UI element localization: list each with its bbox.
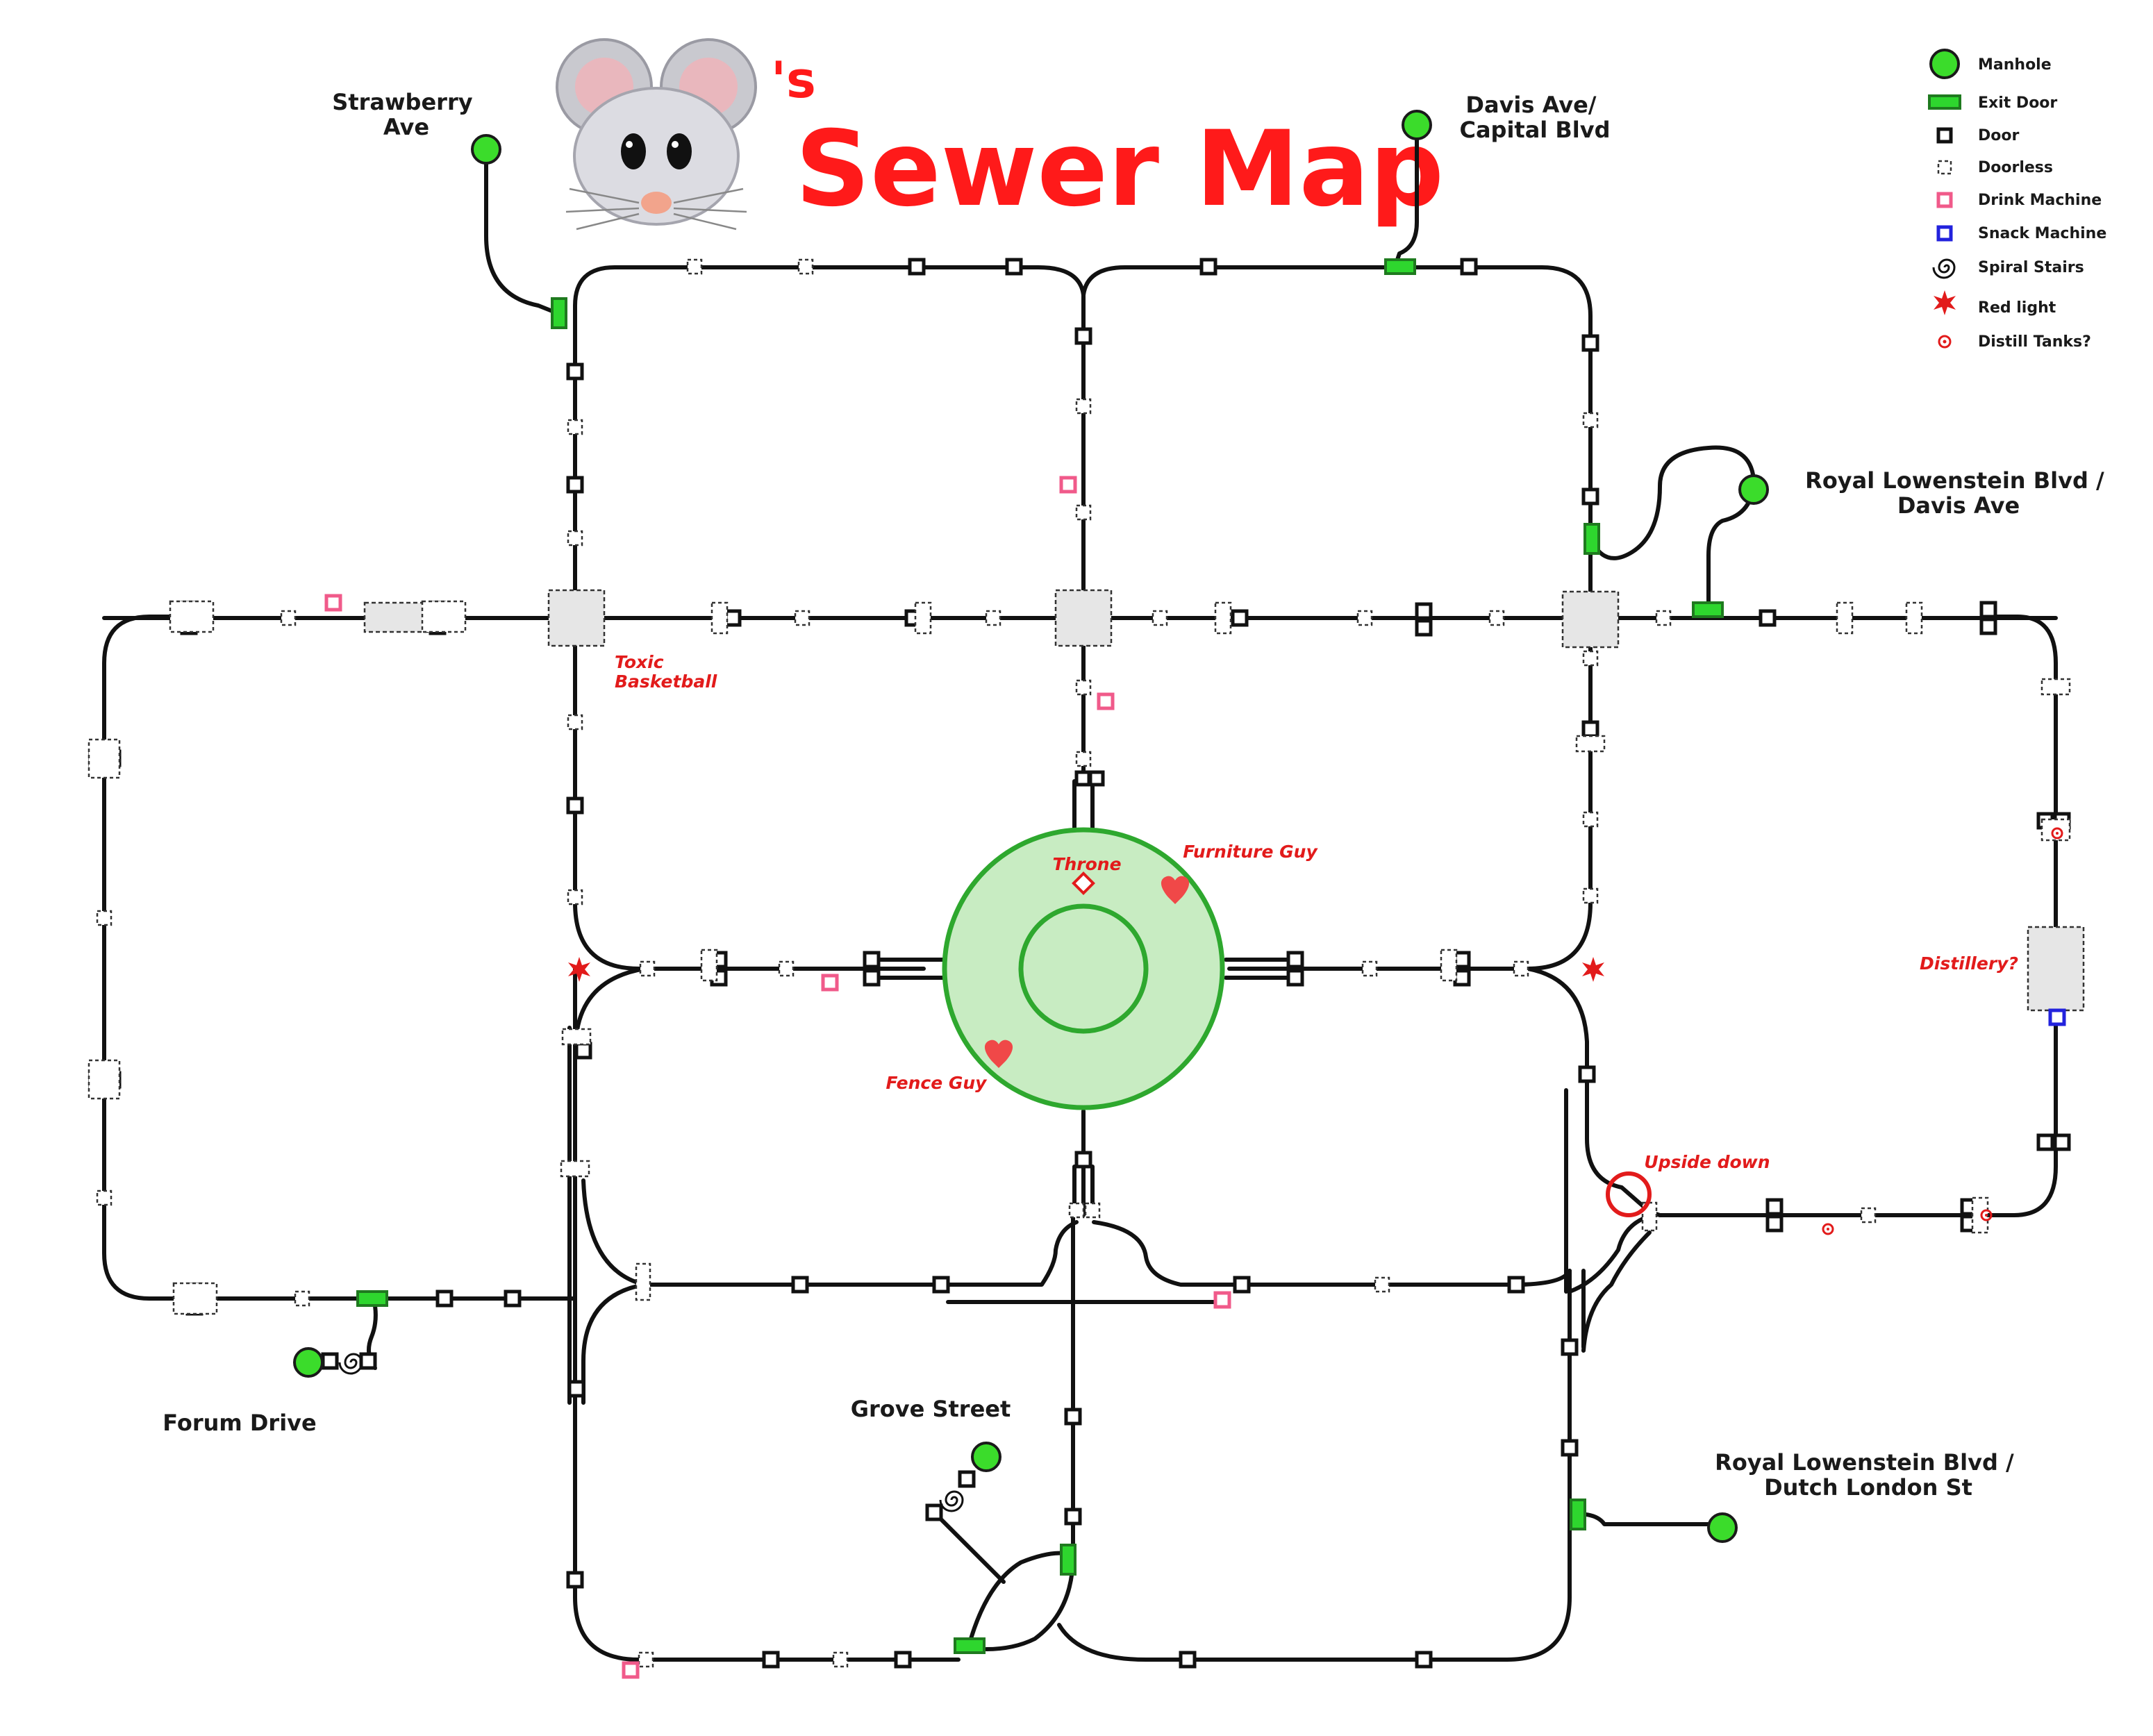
manhole-forum	[293, 1347, 324, 1378]
junction-rooms	[363, 589, 2085, 1012]
manhole-davis-capital	[1402, 110, 1432, 140]
spiral-stairs-grove	[939, 1490, 964, 1512]
street-grove: Grove Street	[851, 1396, 1011, 1422]
fence-guy-heart-icon[interactable]	[984, 1040, 1013, 1068]
mouse-emoji-icon	[556, 38, 757, 231]
throne-icon[interactable]	[1072, 871, 1095, 895]
label-distillery: Distillery?	[1920, 953, 2018, 974]
distillery-room	[2027, 926, 2085, 1012]
svg-text:Exit Door: Exit Door	[1978, 94, 2057, 112]
svg-text:Spiral Stairs: Spiral Stairs	[1978, 259, 2084, 276]
exit-door-icon	[1928, 94, 1961, 110]
label-throne: Throne	[1052, 854, 1121, 874]
doorless-openings	[88, 258, 2071, 1668]
svg-text:Red light: Red light	[1978, 299, 2056, 317]
distill-tanks	[1822, 827, 2063, 1235]
exit-doors	[356, 258, 1724, 1654]
snack-machine-icon	[1936, 225, 1953, 242]
furniture-guy-heart-icon[interactable]	[1161, 876, 1190, 904]
throne-plaza	[942, 827, 1225, 1110]
manholes	[293, 110, 1769, 1543]
manhole-grove	[971, 1442, 1001, 1472]
label-furniture-guy: Furniture Guy	[1183, 842, 1318, 862]
red-light-icon	[1934, 290, 1956, 315]
manhole-strawberry	[471, 134, 501, 165]
street-royal-davis: Royal Lowenstein Blvd / Davis Ave	[1805, 467, 2112, 519]
title-possessive: 's	[771, 51, 816, 109]
doorless-icon	[1937, 160, 1952, 175]
manhole-royal-dutch	[1707, 1512, 1738, 1543]
manhole-royal-davis	[1738, 474, 1769, 505]
drink-machine-icon	[1936, 192, 1953, 208]
manhole-icon	[1929, 49, 1960, 79]
street-davis-capital: Davis Ave/ Capital Blvd	[1459, 92, 1610, 143]
street-royal-dutch: Royal Lowenstein Blvd / Dutch London St	[1715, 1449, 2022, 1501]
svg-text:Door: Door	[1978, 127, 2019, 144]
door-icon	[1936, 127, 1953, 144]
label-toxic-basketball: Toxic Basketball	[615, 652, 717, 692]
legend: Manhole Exit Door Door Doorless Drink Ma…	[1928, 49, 2106, 351]
label-upside-down: Upside down	[1644, 1152, 1770, 1172]
svg-text:Drink Machine: Drink Machine	[1978, 192, 2102, 209]
tunnel-network	[102, 123, 2058, 1662]
spiral-stairs-icon	[1932, 258, 1956, 279]
svg-text:Distill Tanks?: Distill Tanks?	[1978, 333, 2091, 351]
svg-text:Manhole: Manhole	[1978, 56, 2052, 74]
label-fence-guy: Fence Guy	[886, 1073, 988, 1093]
distill-tank-icon	[1938, 335, 1952, 349]
spiral-stairs-forum	[338, 1353, 363, 1375]
map-title: Sewer Map	[795, 109, 1444, 230]
svg-text:Snack Machine: Snack Machine	[1978, 225, 2106, 242]
street-forum: Forum Drive	[163, 1410, 316, 1436]
street-strawberry: Strawberry Ave	[332, 89, 480, 140]
svg-text:Doorless: Doorless	[1978, 159, 2053, 176]
upside-down-marker[interactable]	[1606, 1171, 1652, 1217]
vending-machines	[324, 476, 2066, 1679]
red-lights	[568, 957, 1604, 982]
